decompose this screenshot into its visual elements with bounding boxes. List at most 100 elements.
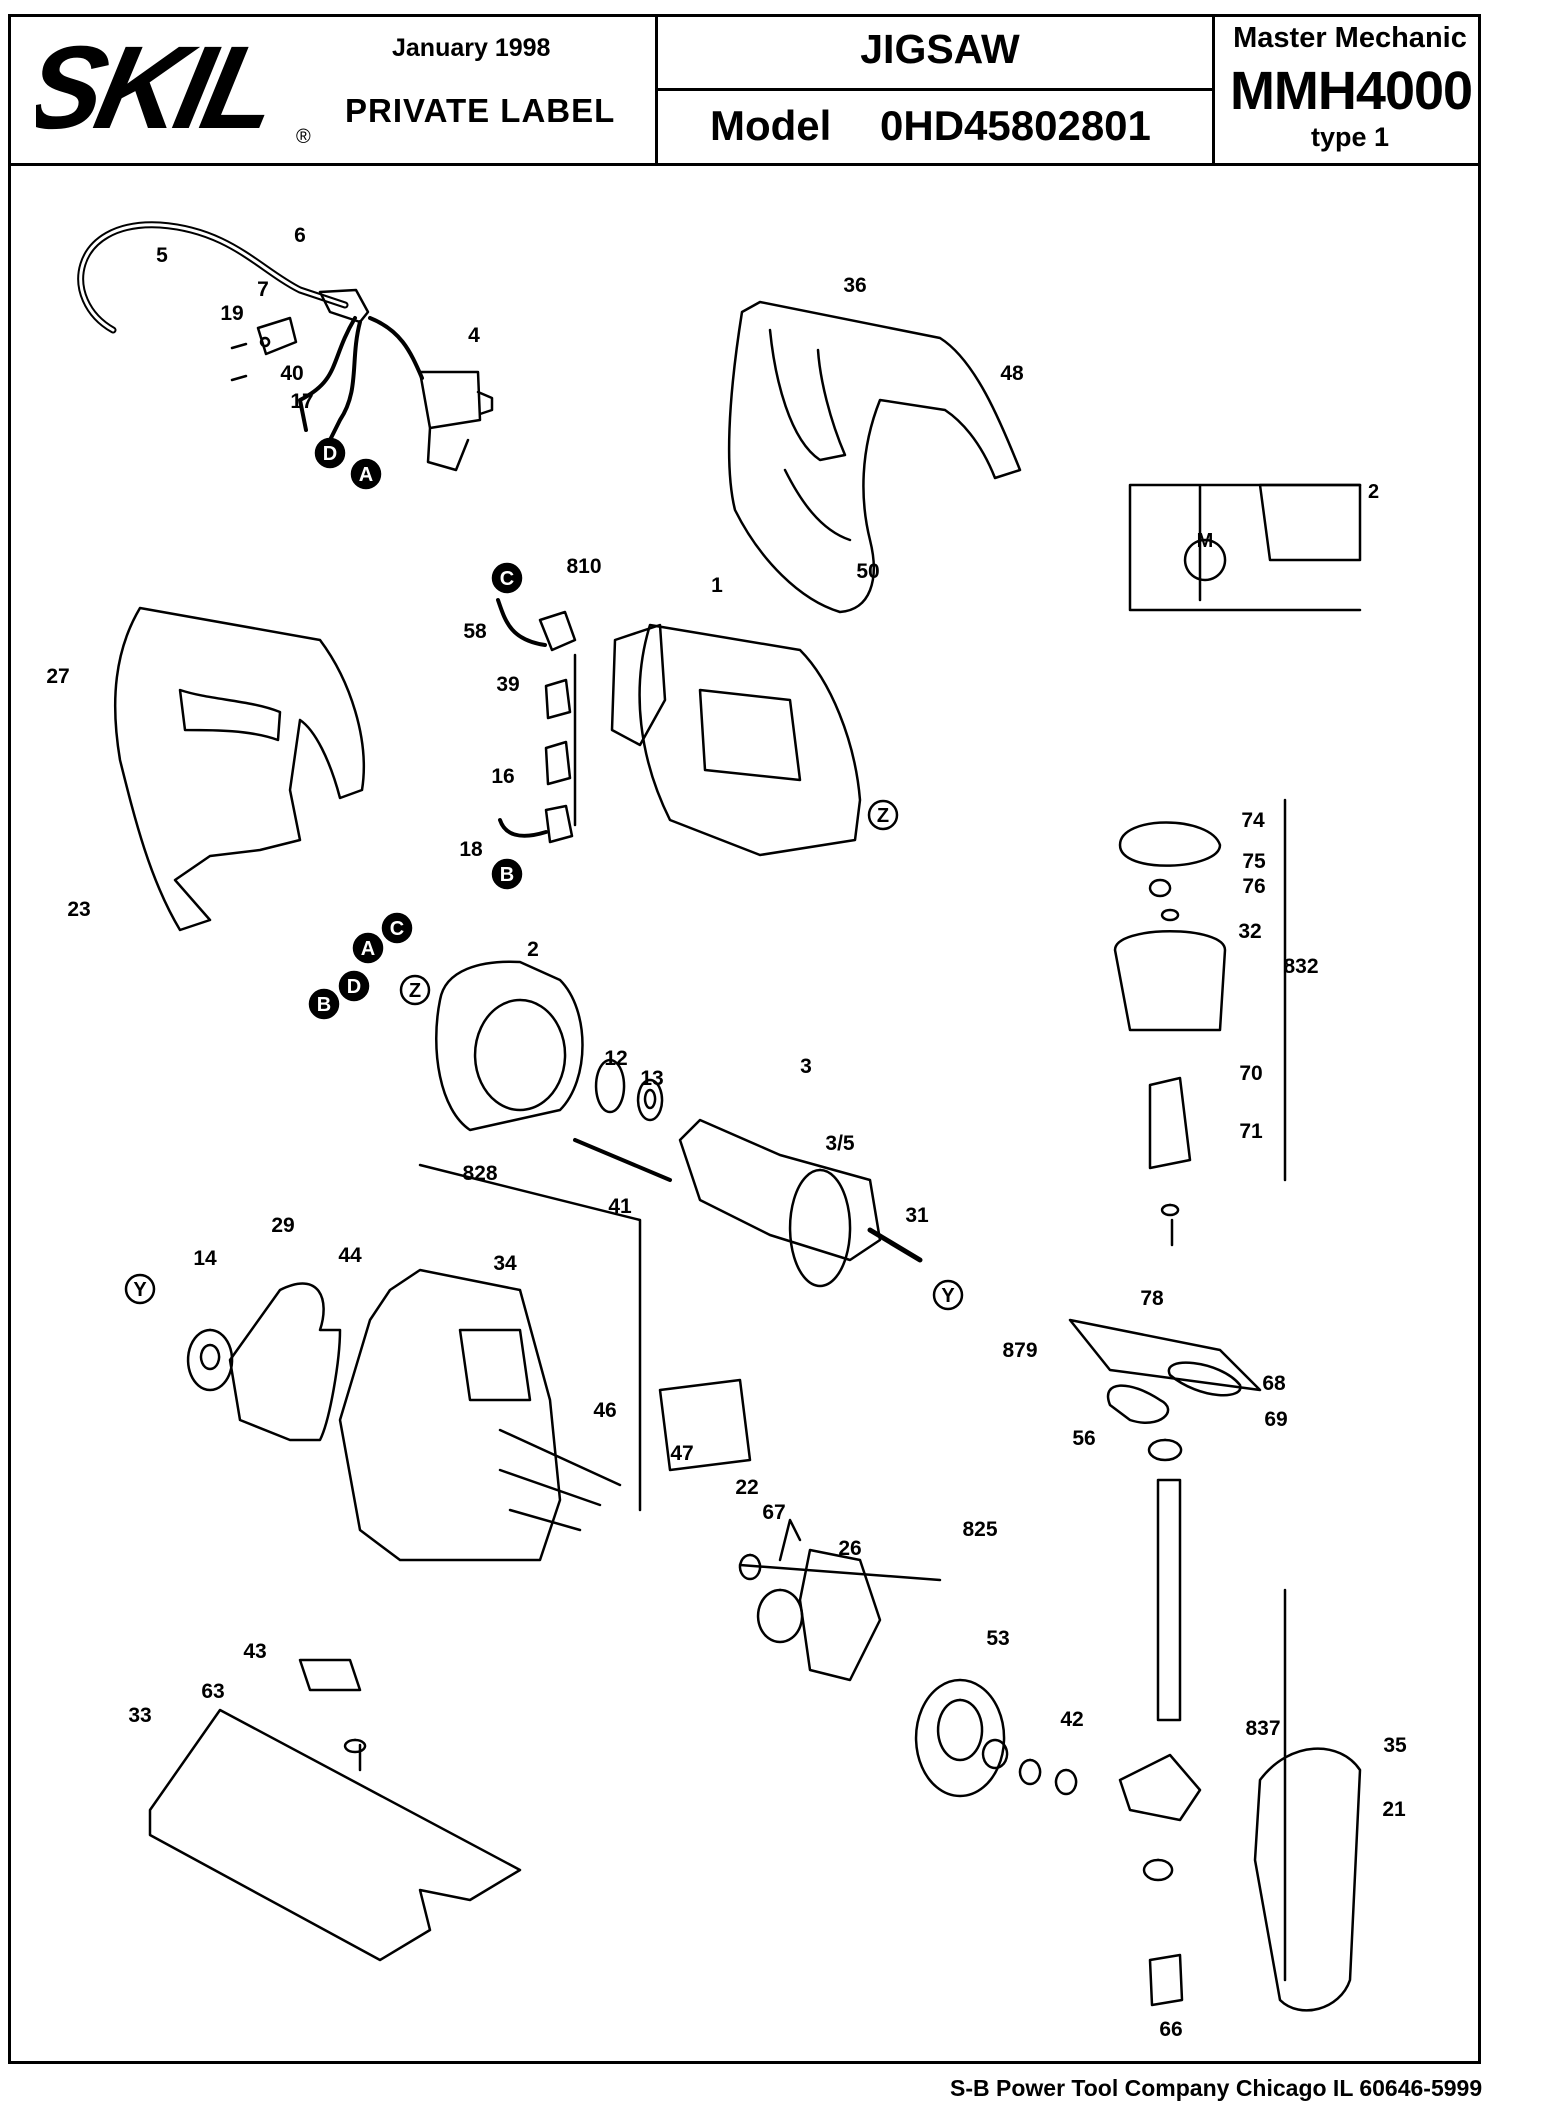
plunger-bushing bbox=[1142, 1858, 1184, 2007]
part-number-label: 78 bbox=[1140, 1287, 1164, 1310]
part-number-label: 71 bbox=[1239, 1120, 1263, 1143]
part-number-label: 56 bbox=[1072, 1427, 1095, 1450]
product-name: JIGSAW bbox=[860, 26, 1020, 72]
armature-shaft bbox=[867, 1227, 923, 1263]
part-number-label: 5 bbox=[156, 244, 168, 267]
motor-housing bbox=[638, 623, 862, 857]
connection-marker bbox=[932, 1279, 964, 1311]
part-number-label: 837 bbox=[1245, 1717, 1280, 1740]
model-number: 0HD45802801 bbox=[880, 102, 1151, 149]
connection-marker-label: C bbox=[500, 568, 514, 590]
part-number-label: 53 bbox=[986, 1627, 1009, 1650]
switch bbox=[418, 370, 494, 472]
part-number-label: 3/5 bbox=[825, 1132, 855, 1155]
brush-leads bbox=[496, 598, 548, 838]
armature-fan bbox=[788, 1168, 852, 1288]
drawing-frame bbox=[8, 14, 1481, 2064]
front-cover bbox=[1253, 1747, 1362, 2012]
part-number-label: 39 bbox=[496, 673, 519, 696]
scotch-yoke bbox=[1068, 1318, 1262, 1424]
connection-marker-label: Y bbox=[941, 1285, 955, 1307]
connection-marker-label: Z bbox=[877, 805, 889, 827]
part-number-label: 14 bbox=[193, 1247, 217, 1270]
armature bbox=[678, 1118, 882, 1262]
part-number-label: 828 bbox=[462, 1162, 497, 1185]
part-number-label: 23 bbox=[67, 898, 90, 921]
connection-marker-label: Z bbox=[409, 980, 421, 1002]
connection-marker-label: A bbox=[359, 464, 373, 486]
part-number-label: 7 bbox=[257, 278, 269, 301]
part-number-label: 27 bbox=[46, 665, 69, 688]
part-number-label: 12 bbox=[604, 1047, 627, 1070]
part-number-label: 825 bbox=[962, 1518, 997, 1541]
part-number-label: 13 bbox=[640, 1067, 663, 1090]
schematic-side-label: 2 bbox=[1368, 481, 1379, 503]
skil-logo: SKIL bbox=[36, 24, 285, 149]
part-number-label: 43 bbox=[243, 1640, 266, 1663]
part-number-label: 76 bbox=[1242, 875, 1265, 898]
part-number-label: 66 bbox=[1159, 2018, 1182, 2041]
gear-housing bbox=[338, 1268, 562, 1562]
part-number-label: 33 bbox=[128, 1704, 151, 1727]
counterweight-link bbox=[778, 1518, 802, 1562]
part-number-label: 67 bbox=[762, 1501, 785, 1524]
screws bbox=[230, 342, 248, 382]
field-stator bbox=[435, 960, 584, 1132]
part-number-label: 63 bbox=[201, 1680, 224, 1703]
part-number-label: 32 bbox=[1238, 920, 1261, 943]
connection-marker bbox=[314, 437, 346, 469]
handle-rib bbox=[783, 468, 852, 542]
connection-marker-label: B bbox=[317, 994, 331, 1016]
part-number-label: 75 bbox=[1242, 850, 1266, 873]
registered-mark: ® bbox=[296, 126, 311, 148]
connection-marker-label: B bbox=[500, 864, 514, 886]
handle-opening bbox=[768, 328, 847, 462]
bearings bbox=[594, 1058, 664, 1122]
handle-half-rear bbox=[727, 300, 1022, 614]
product-code: MMH4000 bbox=[1229, 61, 1473, 121]
clamp-knob bbox=[1118, 821, 1222, 922]
part-number-label: 41 bbox=[608, 1195, 632, 1218]
housing-window bbox=[698, 688, 802, 782]
clamp-collar bbox=[1113, 930, 1227, 1032]
svg-text:SKIL: SKIL bbox=[36, 24, 285, 149]
ball-bearing bbox=[186, 1328, 234, 1392]
part-number-label: 46 bbox=[593, 1399, 616, 1422]
part-number-label: 50 bbox=[856, 560, 879, 583]
brand-line: Master Mechanic bbox=[1233, 22, 1467, 54]
part-number-label: 42 bbox=[1060, 1708, 1083, 1731]
gear-housing-cavity bbox=[458, 1328, 532, 1402]
part-number-label: 36 bbox=[843, 274, 866, 297]
clamp-bar bbox=[298, 1658, 362, 1692]
connection-marker bbox=[308, 988, 340, 1020]
publication-date: January 1998 bbox=[392, 34, 551, 62]
connection-marker bbox=[399, 974, 431, 1006]
yoke-roller bbox=[1167, 1361, 1242, 1397]
part-number-label: 69 bbox=[1264, 1408, 1287, 1431]
part-drawings bbox=[77, 221, 1362, 2012]
part-number-label: 3 bbox=[800, 1055, 812, 1078]
housing-end-cap bbox=[610, 623, 667, 747]
part-number-label: 6 bbox=[294, 224, 306, 247]
part-number-label: 879 bbox=[1002, 1339, 1037, 1362]
part-callouts: 567194401736485081015839161827232121333/… bbox=[46, 224, 1407, 2041]
clamp-screw bbox=[1160, 1203, 1180, 1247]
company-footer: S-B Power Tool Company Chicago IL 60646-… bbox=[950, 2075, 1483, 2101]
connection-marker bbox=[338, 970, 370, 1002]
wire-leads bbox=[298, 316, 424, 442]
part-number-label: 47 bbox=[670, 1442, 693, 1465]
part-number-label: 810 bbox=[566, 555, 601, 578]
part-number-label: 22 bbox=[735, 1476, 758, 1499]
schematic-motor-label: M bbox=[1197, 530, 1214, 552]
connection-marker bbox=[491, 858, 523, 890]
part-number-label: 31 bbox=[905, 1204, 929, 1227]
connection-marker bbox=[491, 562, 523, 594]
model-label: Model bbox=[710, 102, 832, 149]
part-number-label: 21 bbox=[1382, 1798, 1406, 1821]
cord-clamp bbox=[256, 316, 298, 356]
part-number-label: 74 bbox=[1241, 809, 1265, 832]
drive-gear bbox=[914, 1678, 1006, 1798]
part-number-label: 16 bbox=[491, 765, 514, 788]
